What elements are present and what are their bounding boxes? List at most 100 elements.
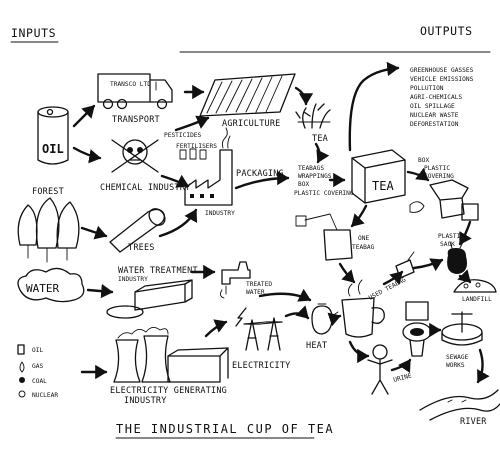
box-covering-label-1: BOX <box>418 157 429 164</box>
fuel-coal: COAL <box>32 378 47 385</box>
arrow-sack-landfill <box>457 269 472 284</box>
arrow-covering-sack <box>458 220 472 246</box>
arrow-water-treatment <box>86 283 114 299</box>
arrow-forest-trees <box>80 225 108 240</box>
forest-icon <box>17 197 80 263</box>
fuel-symbols-icon <box>17 344 26 398</box>
arrow-industry-packaging <box>234 170 290 190</box>
crumpled-box-icon <box>409 179 479 221</box>
tea-box-icon <box>351 149 406 204</box>
teabags-list-item: TEABAGS <box>298 165 324 172</box>
used-teabag-label: USED TEABAG <box>368 276 408 302</box>
output-deforestation: DEFORESTATION <box>410 121 459 128</box>
water-label: WATER <box>26 282 59 295</box>
factory-icon <box>184 127 233 206</box>
arrow-power-pylons <box>204 319 228 338</box>
flow-arrows <box>72 61 490 384</box>
truck-icon <box>97 73 173 110</box>
arrow-sewage-river <box>476 348 490 384</box>
chemical-bottles-icon <box>179 148 207 160</box>
trees-label: TREES <box>128 243 155 253</box>
treated-water-label-2: WATER <box>246 289 265 296</box>
output-agri: AGRI-CHEMICALS <box>410 94 462 101</box>
tea-box-label: TEA <box>372 179 394 193</box>
tap-icon <box>219 261 251 299</box>
toilet-icon <box>402 301 432 357</box>
electricity-generating-label-2: INDUSTRY <box>124 396 167 406</box>
treated-water-label-1: TREATED <box>246 281 272 288</box>
person-icon <box>367 344 393 395</box>
tea-cup-icon <box>341 279 385 338</box>
heat-label: HEAT <box>306 341 327 351</box>
inputs-heading: INPUTS <box>11 26 56 40</box>
river-label: RIVER <box>460 417 487 427</box>
water-cloud-icon <box>17 267 85 303</box>
output-nuclear: NUCLEAR WASTE <box>410 112 459 119</box>
output-greenhouse: GREENHOUSE GASSES <box>410 67 474 74</box>
wrappings-list-item: WRAPPINGS <box>298 173 332 180</box>
arrow-teabag-cup <box>338 262 356 284</box>
oil-barrel-icon <box>37 106 69 165</box>
arrow-tea-packaging <box>314 142 330 164</box>
pesticides-label: PESTICIDES <box>164 132 202 139</box>
plastic-sack-label-1: PLASTIC <box>438 233 464 240</box>
oil-label: OIL <box>42 142 64 156</box>
arrow-teabox-covering <box>406 167 430 182</box>
plastic-covering-list-item: PLASTIC COVERING <box>294 190 354 197</box>
fuel-oil: OIL <box>32 347 43 354</box>
arrow-teabox-outputs <box>348 61 400 152</box>
box-covering-label-3: COVERING <box>424 173 454 180</box>
river-icon <box>419 389 500 421</box>
arrow-kettle-cup <box>327 312 342 327</box>
transco-label: TRANSCO LTD <box>110 81 151 88</box>
arrow-teabox-teabag <box>350 204 368 228</box>
plastic-sack-label-2: SACK <box>440 241 455 248</box>
output-pollution: POLLUTION <box>410 85 444 92</box>
one-teabag-label-1: ONE <box>358 235 369 242</box>
arrow-oil-chemical <box>72 146 102 164</box>
box-covering-label-2: PLASTIC <box>424 165 450 172</box>
arrow-oil-transport <box>72 104 96 128</box>
tea-plant-icon <box>295 103 331 129</box>
electricity-generating-label-1: ELECTRICITY GENERATING <box>110 386 227 396</box>
water-treatment-label-1: WATER TREATMENT <box>118 266 198 276</box>
arrow-agriculture-tea <box>294 86 314 106</box>
industry-label: INDUSTRY <box>205 210 235 217</box>
packaging-label: PACKAGING <box>236 169 284 179</box>
output-vehicle: VEHICLE EMISSIONS <box>410 76 474 83</box>
tea-plant-label: TEA <box>312 134 328 144</box>
pylons-icon <box>235 307 283 351</box>
outputs-heading: OUTPUTS <box>420 24 473 38</box>
diagram-title: THE INDUSTRIAL CUP OF TEA <box>116 422 334 436</box>
fuel-nuclear: NUCLEAR <box>32 392 58 399</box>
box-list-item: BOX <box>298 181 309 188</box>
arrow-teabag-sack <box>412 258 444 272</box>
sewage-label-2: WORKS <box>446 362 465 369</box>
arrow-chemical-industry <box>160 174 190 188</box>
arrow-pylons-kettle <box>284 305 310 320</box>
sewage-label-1: SEWAGE <box>446 354 469 361</box>
urine-label: URINE <box>393 372 413 384</box>
landfill-icon <box>453 279 497 293</box>
electricity-label: ELECTRICITY <box>232 361 291 371</box>
skull-crossbones-icon <box>111 139 159 173</box>
arrow-tap-kettle <box>258 288 312 302</box>
arrow-chemicals-agriculture <box>174 115 210 132</box>
arrow-used-teabag <box>382 270 404 286</box>
fuel-gas: GAS <box>32 363 43 370</box>
one-teabag-label-2: TEABAG <box>352 244 375 251</box>
fertilisers-label: FERTILISERS <box>176 143 217 150</box>
water-treatment-label-2: INDUSTRY <box>118 276 148 283</box>
forest-label: FOREST <box>32 187 64 197</box>
teabag-icon <box>295 213 353 261</box>
output-oil-spillage: OIL SPILLAGE <box>410 103 455 110</box>
chemical-industry-label: CHEMICAL INDUSTRY <box>100 183 190 193</box>
sewage-works-icon <box>441 311 483 346</box>
power-station-icon <box>113 327 229 383</box>
arrow-trees-industry <box>158 208 198 238</box>
arrow-cup-person <box>348 340 370 364</box>
transport-label: TRANSPORT <box>112 115 160 125</box>
log-icon <box>109 208 166 253</box>
